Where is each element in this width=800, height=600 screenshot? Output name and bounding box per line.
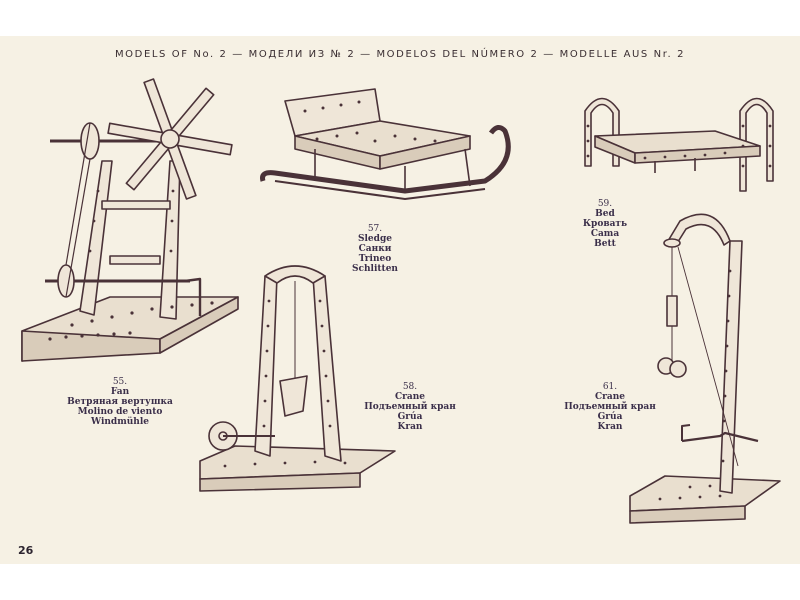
- model-name-ru: Кровать: [582, 219, 628, 229]
- model-name-es: Grúa: [597, 412, 623, 422]
- page-header: MODELS OF No. 2 — МОДЕЛИ ИЗ № 2 — MODELO…: [114, 49, 686, 60]
- jib-crane-model-illustration: [629, 213, 781, 524]
- model-name-de: Schlitten: [352, 264, 398, 274]
- model-name-de: Windmühle: [91, 417, 149, 427]
- bed-model-illustration: [584, 97, 774, 192]
- model-57-caption: 57. Sledge Санки Trineo Schlitten: [315, 224, 435, 274]
- portal-crane-model-illustration: [199, 265, 396, 492]
- model-name-ru: Подъемный кран: [564, 402, 656, 412]
- page-number: 26: [18, 544, 34, 557]
- model-name-en: Fan: [110, 387, 130, 397]
- model-61-caption: 61. Crane Подъемный кран Grúa Kran: [545, 382, 675, 432]
- model-58-caption: 58. Crane Подъемный кран Grúa Kran: [345, 382, 475, 432]
- model-number: 58.: [402, 382, 418, 392]
- catalog-page: MODELS OF No. 2 — МОДЕЛИ ИЗ № 2 — MODELO…: [0, 36, 800, 564]
- model-name-en: Crane: [594, 392, 625, 402]
- model-name-ru: Подъемный кран: [364, 402, 456, 412]
- model-name-en: Sledge: [358, 234, 392, 244]
- fan-model-illustration: [21, 78, 239, 362]
- model-number: 57.: [367, 224, 383, 234]
- model-name-en: Bed: [595, 209, 615, 219]
- model-name-es: Trineo: [358, 254, 392, 264]
- model-name-de: Bett: [594, 239, 616, 249]
- model-name-de: Kran: [397, 422, 423, 432]
- model-59-caption: 59. Bed Кровать Cama Bett: [560, 199, 650, 249]
- sledge-model-illustration: [260, 88, 511, 200]
- model-name-es: Grúa: [397, 412, 423, 422]
- model-name-es: Cama: [590, 229, 620, 239]
- model-number: 59.: [597, 199, 613, 209]
- model-number: 61.: [602, 382, 618, 392]
- model-name-en: Crane: [394, 392, 425, 402]
- model-name-ru: Санки: [358, 244, 392, 254]
- model-name-de: Kran: [597, 422, 623, 432]
- model-name-es: Molino de viento: [77, 407, 163, 417]
- model-number: 55.: [112, 377, 128, 387]
- model-55-caption: 55. Fan Ветряная вертушка Molino de vien…: [40, 377, 200, 427]
- model-name-ru: Ветряная вертушка: [67, 397, 173, 407]
